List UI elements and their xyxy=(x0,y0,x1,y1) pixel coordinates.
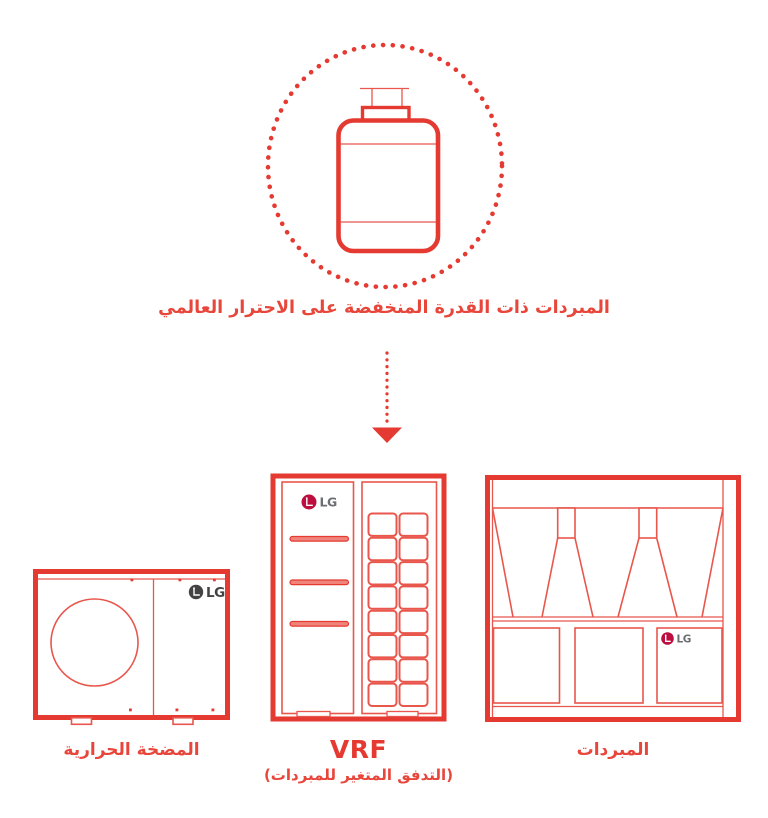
lg-logo-red: LG xyxy=(301,494,337,510)
fan-cowlings xyxy=(491,507,724,618)
unit-foot xyxy=(172,717,194,726)
chillers-label: المبردات xyxy=(576,740,650,760)
unit-foot xyxy=(386,710,419,718)
vrf-outdoor-unit-icon: LG xyxy=(270,473,447,722)
lg-wordmark: LG xyxy=(677,634,691,646)
heat-pump-label: المضخة الحرارية xyxy=(63,740,200,760)
fan-circle xyxy=(50,598,139,687)
chiller-unit-icon: LG xyxy=(485,475,741,722)
vrf-sublabel: (التدفق المتغير للمبردات) xyxy=(263,766,454,784)
refrigerant-canister-in-dotted-circle-icon xyxy=(265,42,505,290)
lg-wordmark: LG xyxy=(206,585,225,601)
vent-grid xyxy=(367,512,429,708)
base-panels xyxy=(492,627,723,704)
unit-foot xyxy=(296,710,331,718)
panel-handles xyxy=(289,535,350,627)
unit-foot xyxy=(70,717,93,726)
dotted-down-arrow-icon xyxy=(372,351,402,443)
vrf-left-panel xyxy=(281,481,355,715)
heat-pump-outdoor-unit-icon: LG xyxy=(33,569,230,726)
vrf-label: VRF xyxy=(329,735,388,764)
lg-wordmark: LG xyxy=(320,495,337,510)
lg-logo-red: LG xyxy=(661,632,691,646)
dotted-circle xyxy=(265,42,505,290)
refrigerant-canister-icon xyxy=(336,87,441,254)
refrigerant-caption: المبردات ذات القدرة المنخفضة على الاحترا… xyxy=(158,298,610,318)
lg-logo-dark: LG xyxy=(188,584,226,601)
screw-dots xyxy=(129,578,216,712)
